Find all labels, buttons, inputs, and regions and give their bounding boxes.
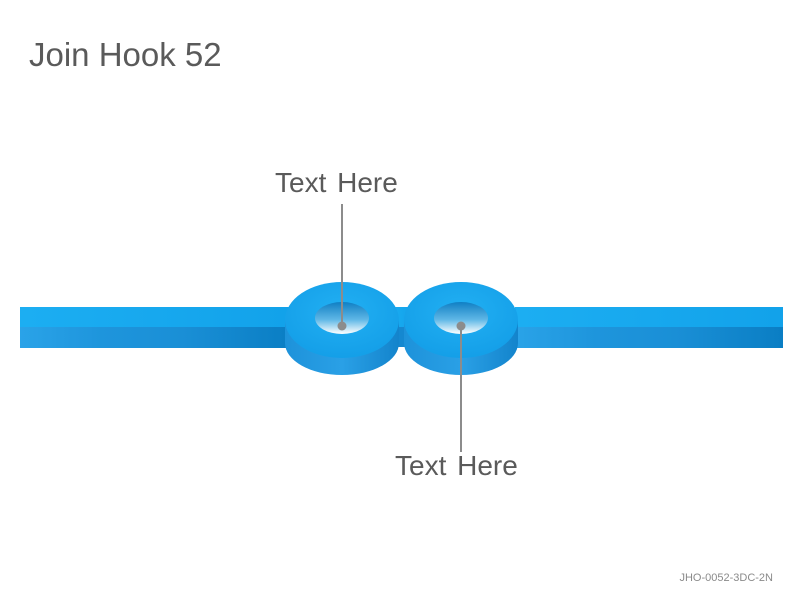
right-bar <box>515 307 783 348</box>
bottom-leader <box>456 321 466 452</box>
callout-bottom-label: Text Here <box>395 450 518 481</box>
callout-top-label: Text Here <box>275 167 398 198</box>
left-bar <box>20 307 290 348</box>
slide-title: Join Hook 52 <box>29 36 222 73</box>
top-leader <box>337 204 347 331</box>
slide-code: JHO-0052-3DC-2N <box>679 572 773 584</box>
